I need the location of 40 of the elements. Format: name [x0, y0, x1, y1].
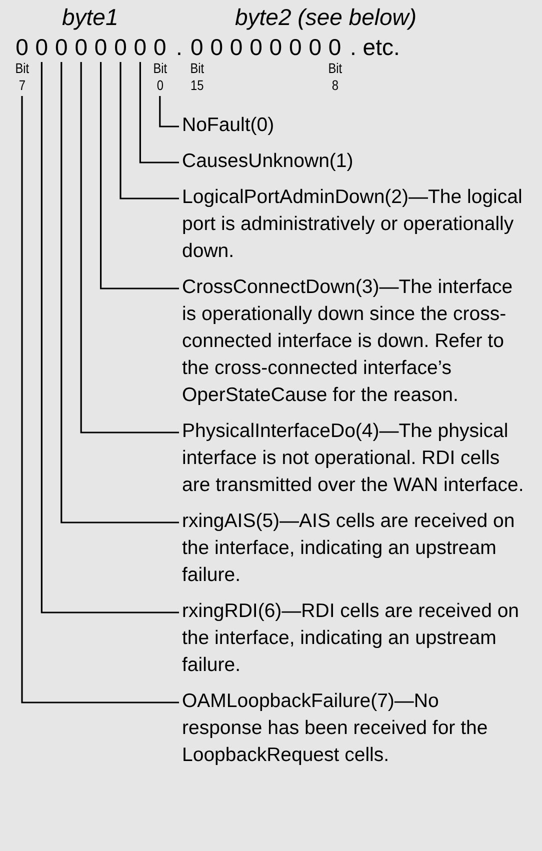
leader-line	[60, 62, 179, 524]
bit-digit: 0	[93, 34, 108, 60]
leader-line	[100, 62, 179, 290]
bit-description: NoFault(0)	[182, 112, 524, 139]
bit-digit: 0	[289, 34, 302, 60]
byte-heading: byte1	[62, 4, 118, 30]
leader-line	[139, 62, 179, 164]
leader-line	[120, 62, 179, 200]
bit-digit: 0	[250, 34, 262, 60]
bit-digit: 0	[210, 34, 223, 60]
bit-digit: 0	[14, 34, 30, 60]
bit-digit: 0	[132, 34, 148, 60]
bit-digit: 0	[113, 34, 128, 60]
bit-digit: 0	[190, 34, 204, 60]
bit-description: OAMLoopbackFailure(7)—No response has been received for the LoopbackRequest cells.	[182, 688, 524, 769]
bit-digit: 0	[230, 34, 243, 60]
leader-line	[40, 62, 179, 614]
bit-digit: 0	[269, 34, 282, 60]
bit-digit: 0	[328, 34, 342, 60]
bit-description: PhysicalInterfaceDo(4)—The physical interface is not operational. RDI cells are transmitted over the WAN interface.	[182, 418, 524, 499]
bit-digit: 0	[54, 34, 69, 60]
separator-dot: .	[176, 34, 182, 60]
bit-number-label: Bit 8	[328, 60, 342, 94]
bit-number-label: Bit 7	[15, 60, 29, 94]
leader-line	[21, 96, 179, 704]
leader-line	[80, 62, 179, 434]
bit-description: CausesUnknown(1)	[182, 148, 524, 175]
leader-line	[159, 96, 179, 128]
bit-digit: 0	[152, 34, 168, 60]
bit-digit: 0	[74, 34, 88, 60]
bit-digit: 0	[34, 34, 50, 60]
bit-description: rxingRDI(6)—RDI cells are received on the interface, indicating an upstream failure.	[182, 598, 524, 679]
bit-number-label: Bit 15	[190, 60, 204, 94]
bit-description: CrossConnectDown(3)—The interface is operationally down since the cross-connected interface is down. Refer to the cross-connected interface’s OperStateCause for the reason.	[182, 274, 524, 409]
bit-digit: 0	[308, 34, 322, 60]
bit-description: LogicalPortAdminDown(2)—The logical port is administratively or operationally down.	[182, 184, 524, 265]
bit-description: rxingAIS(5)—AIS cells are received on the interface, indicating an upstream failure.	[182, 508, 524, 589]
continuation-text: . etc.	[350, 34, 400, 60]
byte-heading: byte2 (see below)	[235, 4, 417, 30]
bit-number-label: Bit 0	[152, 60, 167, 94]
